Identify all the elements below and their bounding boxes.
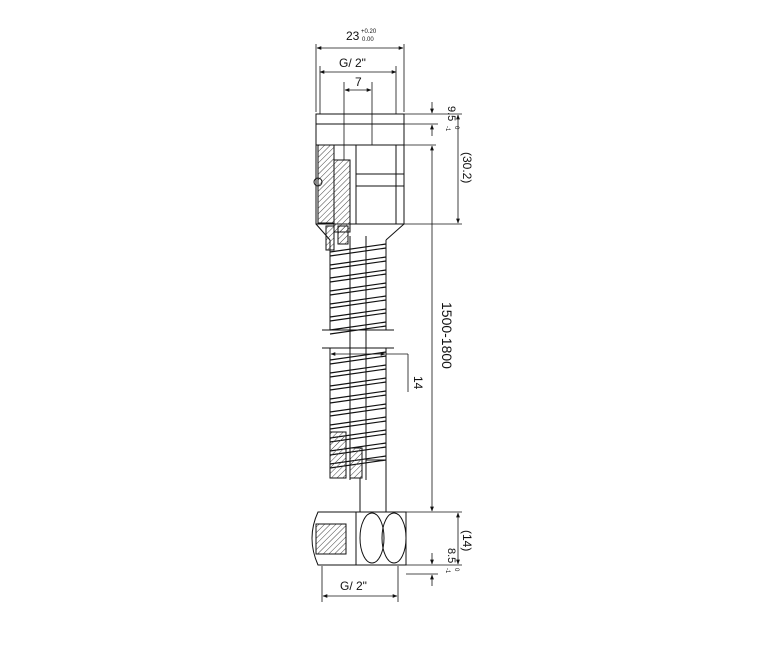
- top-nut-outline: [315, 113, 405, 225]
- dim-fitting-length: (30.2): [460, 152, 474, 183]
- bottom-nut-section: [315, 523, 347, 555]
- hose-winding: [329, 269, 387, 283]
- dim-nut-height: 9.5: [445, 106, 457, 121]
- dimension-lines: [315, 44, 462, 602]
- hose-winding: [329, 282, 387, 296]
- hose-winding: [329, 390, 387, 404]
- dim-outer-width: 23: [346, 29, 360, 43]
- dim-outer-width-tol-lower: 0.00: [362, 37, 374, 43]
- dim-bottom-nut-tol-upper: 0: [453, 568, 459, 572]
- hose-winding: [329, 243, 387, 257]
- dim-thread-top: G/ 2": [339, 56, 366, 70]
- dim-outer-width-tol-upper: +0.20: [361, 29, 377, 35]
- bottom-fitting: [311, 431, 407, 566]
- top-nut-section: [317, 144, 335, 224]
- dim-bottom-fitting: (14): [460, 530, 474, 551]
- dim-hose-diameter: 14: [411, 376, 425, 390]
- dim-bottom-nut-tol-lower: -1: [444, 568, 450, 574]
- hose-winding: [329, 416, 387, 430]
- dimension-labels: 23 +0.20 0.00 G/ 2" 7 9.5 0 -1 (30.2) 15…: [339, 29, 474, 593]
- dim-nut-height-tol-lower: -1: [444, 126, 450, 132]
- hose-winding: [329, 403, 387, 417]
- dim-thread-bottom: G/ 2": [340, 579, 367, 593]
- dim-inner: 7: [355, 75, 362, 89]
- dim-hose-length: 1500-1800: [439, 302, 455, 369]
- dim-nut-height-tol-upper: 0: [453, 126, 459, 130]
- dim-bottom-nut: 8.5: [445, 548, 457, 563]
- hose-winding: [329, 308, 387, 322]
- top-fitting: [313, 113, 405, 251]
- hose-winding: [329, 377, 387, 391]
- hose-winding: [329, 295, 387, 309]
- hose-winding: [329, 256, 387, 270]
- top-set-screw: [313, 177, 323, 187]
- hose-winding: [329, 364, 387, 378]
- hose-winding: [329, 321, 387, 335]
- bottom-nut-outline: [311, 511, 357, 566]
